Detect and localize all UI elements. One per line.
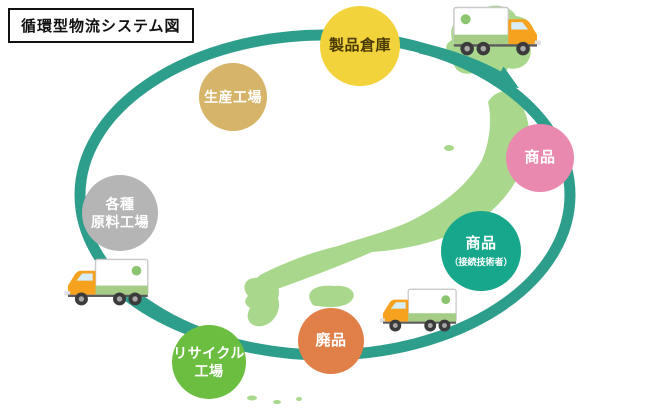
node-label: 商品 xyxy=(465,234,497,252)
node-goods-connected: 商品 （接続技術者） xyxy=(441,211,521,291)
node-sublabel: （接続技術者） xyxy=(449,257,513,268)
diagram-title: 循環型物流システム図 xyxy=(8,8,194,43)
node-label: 各種 原料工場 xyxy=(91,195,149,230)
node-label: 商品 xyxy=(524,149,556,167)
node-label: 生産工場 xyxy=(204,88,262,105)
node-raw-material-factory: 各種 原料工場 xyxy=(82,175,158,251)
shikoku-island xyxy=(309,285,354,308)
node-waste: 廃品 xyxy=(298,308,364,374)
node-product-warehouse: 製品倉庫 xyxy=(320,6,400,86)
flow-arrowhead-top-right xyxy=(418,42,519,89)
node-recycle-factory: リサイクル 工場 xyxy=(172,325,246,399)
truck-icon xyxy=(452,6,547,56)
node-production-factory: 生産工場 xyxy=(199,63,267,131)
node-label: リサイクル 工場 xyxy=(173,344,245,379)
node-label: 廃品 xyxy=(315,332,347,350)
truck-icon xyxy=(374,288,458,332)
truck-icon xyxy=(58,258,150,306)
kyushu-island xyxy=(244,277,280,327)
node-goods: 商品 xyxy=(506,124,574,192)
node-label: 製品倉庫 xyxy=(328,37,391,55)
honshu-island xyxy=(256,91,530,288)
